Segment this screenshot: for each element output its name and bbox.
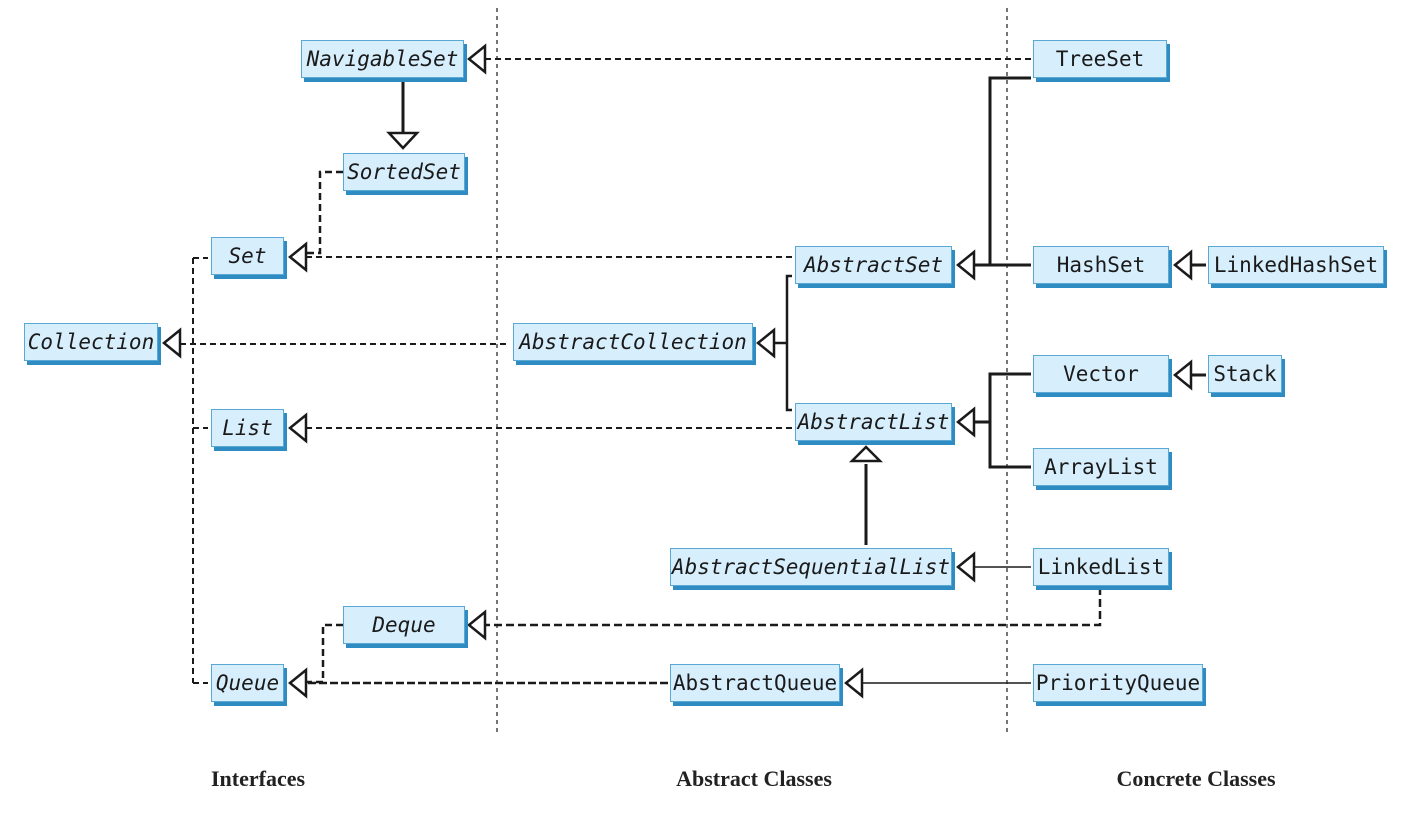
concrete-treeset-box: TreeSet bbox=[1033, 40, 1167, 78]
arrowhead-abstractqueue bbox=[844, 667, 864, 699]
arrowhead-abstractsequentiallist bbox=[956, 551, 976, 583]
abstract-queue-box: AbstractQueue bbox=[670, 664, 840, 702]
interface-queue-box: Queue bbox=[211, 664, 284, 702]
arrowhead-abstractset bbox=[956, 249, 976, 281]
abstract-list-box: AbstractList bbox=[795, 403, 952, 441]
interface-navigableset-box: NavigableSet bbox=[301, 40, 464, 78]
conn-treeset-hashset-to-abstractset bbox=[968, 76, 1031, 267]
conn-interfaces-to-collection bbox=[180, 257, 510, 684]
interface-sortedset-box: SortedSet bbox=[343, 153, 465, 191]
arrowhead-abstractsequentiallist-up bbox=[848, 445, 884, 463]
concrete-hashset-box: HashSet bbox=[1033, 246, 1169, 284]
concrete-arraylist-box: ArrayList bbox=[1033, 448, 1169, 486]
caption-interfaces: Interfaces bbox=[210, 766, 306, 791]
interface-set-box: Set bbox=[211, 237, 284, 275]
arrowhead-set bbox=[288, 241, 308, 273]
arrowhead-abstractcollection bbox=[756, 327, 776, 359]
concrete-vector-box: Vector bbox=[1033, 355, 1169, 393]
conn-linkedlist-to-deque bbox=[485, 587, 1102, 627]
conn-sortedset-to-set bbox=[300, 170, 343, 255]
caption-abstract-classes: Abstract Classes bbox=[676, 766, 832, 791]
arrowhead-collection bbox=[162, 327, 182, 359]
abstract-set-box: AbstractSet bbox=[795, 246, 952, 284]
interface-deque-box: Deque bbox=[343, 606, 465, 644]
arrowhead-navigableset bbox=[467, 43, 487, 75]
interface-collection-box: Collection bbox=[24, 323, 158, 361]
caption-concrete-classes: Concrete Classes bbox=[1116, 766, 1276, 791]
arrowhead-list bbox=[288, 412, 308, 444]
arrowhead-sortedset bbox=[386, 131, 420, 150]
abstract-sequential-list-box: AbstractSequentialList bbox=[670, 548, 952, 586]
arrowhead-abstractlist bbox=[956, 406, 976, 438]
abstract-collection-box: AbstractCollection bbox=[513, 323, 753, 361]
concrete-stack-box: Stack bbox=[1208, 355, 1282, 393]
conn-vector-arraylist-to-abstractlist bbox=[968, 372, 1031, 469]
concrete-priorityqueue-box: PriorityQueue bbox=[1033, 664, 1203, 702]
interface-list-box: List bbox=[211, 409, 284, 447]
arrowhead-vector bbox=[1173, 359, 1193, 391]
arrowhead-deque bbox=[467, 609, 487, 641]
concrete-linkedlist-box: LinkedList bbox=[1033, 548, 1169, 586]
arrowhead-hashset bbox=[1173, 249, 1193, 281]
arrowhead-queue bbox=[288, 667, 308, 699]
concrete-linkedhashset-box: LinkedHashSet bbox=[1208, 246, 1384, 284]
